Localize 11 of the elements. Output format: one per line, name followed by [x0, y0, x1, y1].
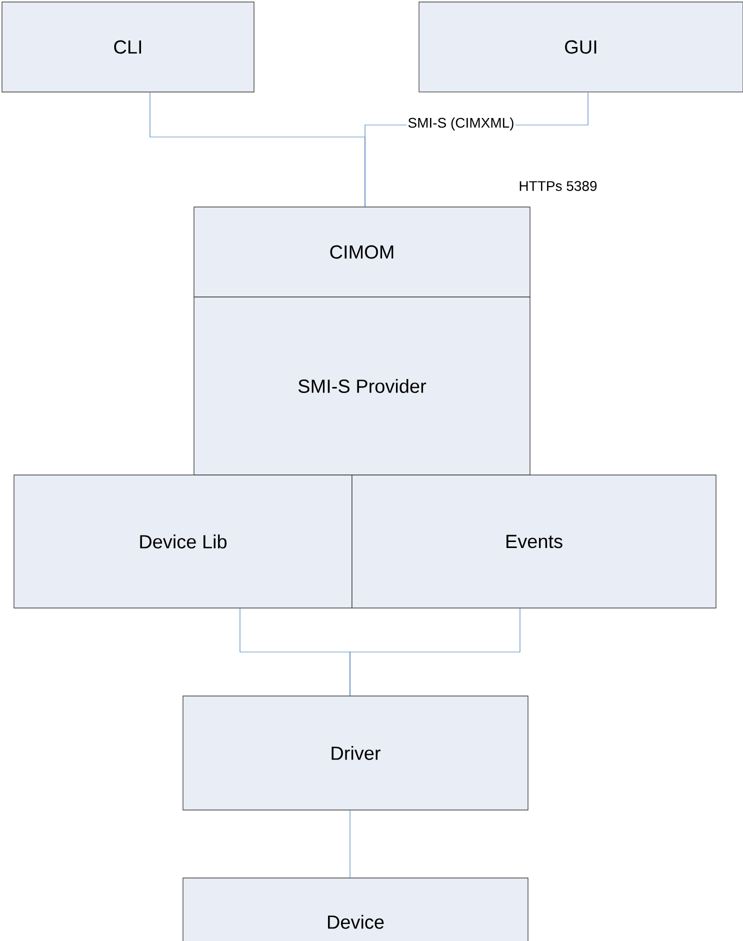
process-box: GUI: [418, 2, 743, 92]
process-box: Driver: [182, 696, 528, 810]
connector-line: [350, 608, 520, 696]
edge-label: SMI-S (CIMXML): [406, 116, 516, 132]
process-box: CLI: [2, 2, 254, 92]
process-box: Device: [182, 878, 528, 941]
port-label: HTTPs 5389: [520, 181, 597, 191]
process-box: CIMOM: [194, 206, 530, 298]
process-box: Events: [352, 474, 716, 608]
process-box: Device Lib: [14, 474, 352, 608]
process-box: SMI-S Provider: [194, 296, 530, 476]
